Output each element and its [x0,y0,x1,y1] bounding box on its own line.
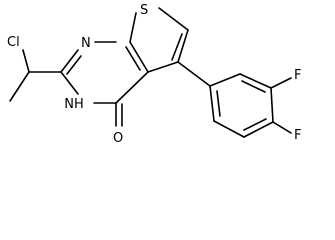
bond-ar1-ar2 [209,73,241,87]
sulfur-label: S [140,3,148,18]
bond-c4a-c7a [129,41,149,73]
bond-c5-c4a [147,61,179,73]
bond-c4-c4a [115,71,149,104]
bond-ar6-ar1 [209,85,215,122]
bond-c2-n1 [60,49,79,73]
bond-ar4-ar5-inner [243,118,267,131]
bond-ar5-ar6 [213,120,245,138]
bond-ar6-ar1-inner [216,90,221,117]
bond-c6-c5 [177,29,189,63]
fluorine-meta-label: F [294,68,301,83]
bond-ccl [22,49,30,73]
bond-ch-ch3 [9,71,30,102]
fluorine-para-label: F [294,128,301,143]
bond-c6-c5-double [171,33,183,61]
ring-nitrogen-label: N [81,36,91,51]
bond-c7a-s [129,12,137,43]
bond-c4a-c7a-double [125,46,141,71]
bond-ar3-f [270,77,292,89]
chlorine-label: Cl [7,35,20,50]
bond-c2-n3 [60,71,79,95]
bond-s-c6 [158,7,189,31]
bond-ar4-f [272,121,292,134]
bond-ar2-ar3 [239,73,272,89]
chemical-structure-diagram: Cl N NH S O F F [7,3,301,146]
amide-nitrogen-label: NH [64,97,84,112]
bond-ar4-ar5 [243,121,274,138]
carbonyl-oxygen-label: O [113,131,123,146]
bond-c2-n1-double [66,55,82,75]
bond-c5-aryl [177,61,211,87]
bond-ar3-ar4 [270,87,274,123]
bond-ar2-ar3-inner [241,80,266,93]
